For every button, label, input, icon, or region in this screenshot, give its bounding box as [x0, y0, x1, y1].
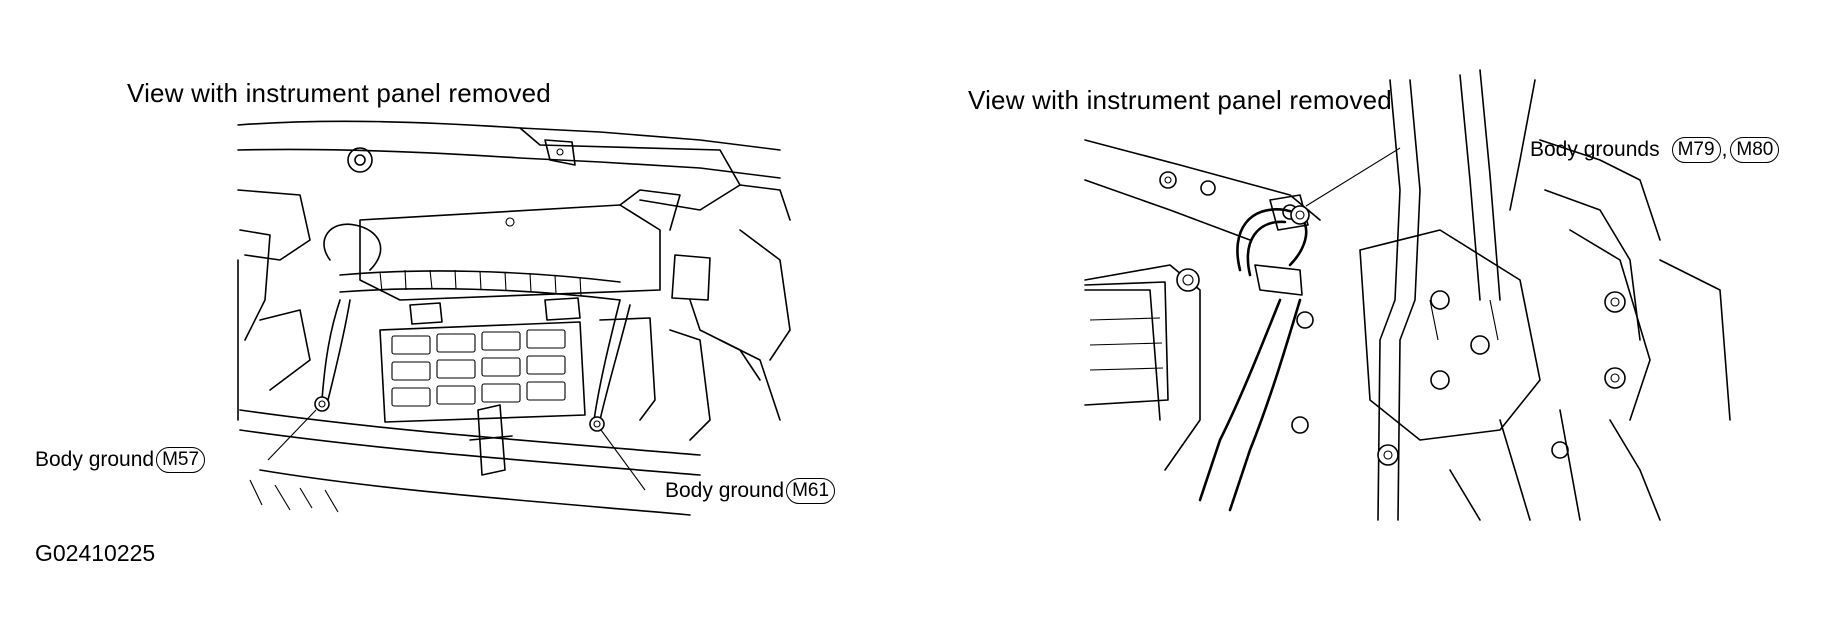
connector-badge-m79: M79: [1671, 137, 1721, 163]
callout-label: Body ground: [35, 448, 155, 471]
callout-label: Body ground: [665, 479, 785, 502]
callout-body-grounds-m79-m80: Body grounds M79 , M80: [1530, 137, 1780, 163]
left-illustration: [237, 120, 791, 516]
connector-badge-m61: M61: [786, 478, 836, 504]
left-panel-title: View with instrument panel removed: [127, 78, 551, 108]
connector-badge-m57: M57: [156, 447, 206, 473]
right-panel-title: View with instrument panel removed: [968, 85, 1392, 115]
connector-badge-m80: M80: [1730, 137, 1780, 163]
figure-id: G02410225: [35, 540, 156, 566]
right-illustration: [1084, 69, 1731, 521]
callout-label: Body grounds: [1530, 138, 1660, 161]
connector-separator: ,: [1721, 138, 1728, 161]
callout-body-ground-m57: Body ground M57: [35, 447, 206, 473]
callout-body-ground-m61: Body ground M61: [665, 478, 836, 504]
